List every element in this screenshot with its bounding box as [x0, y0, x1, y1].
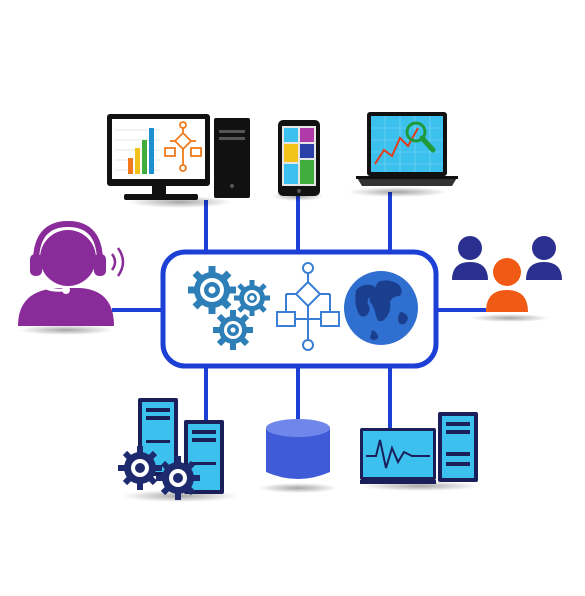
- smartphone-icon: [272, 120, 324, 201]
- database-icon: [258, 419, 338, 493]
- connector-lines: [112, 192, 486, 428]
- dark-gears: [118, 446, 200, 500]
- globe-icon: [344, 271, 418, 345]
- center-hub: [160, 249, 439, 369]
- server-gears-icon: [118, 398, 238, 502]
- headset-agent-icon: [18, 220, 125, 335]
- desktop-computer-icon: [107, 114, 250, 208]
- flowchart-icon: [276, 262, 340, 351]
- monitoring-server-icon: [360, 412, 480, 491]
- gears-icon: [188, 266, 270, 350]
- user-group-icon: [452, 236, 562, 322]
- laptop-analytics-icon: [348, 112, 458, 197]
